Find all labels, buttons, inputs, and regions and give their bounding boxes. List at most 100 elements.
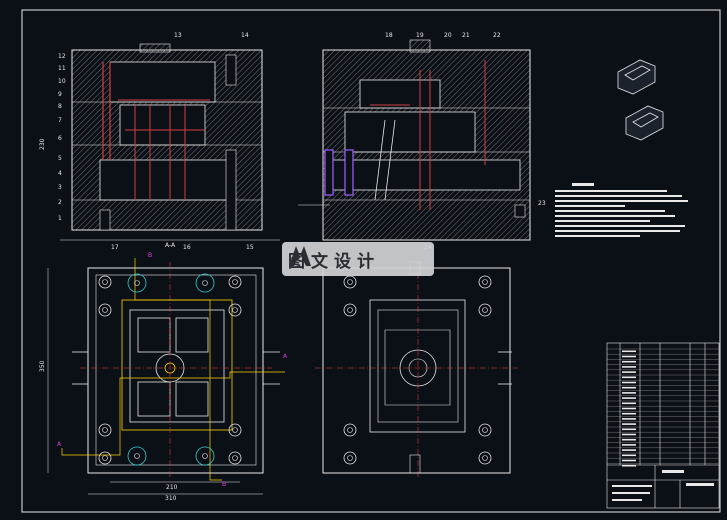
bolt-hole	[343, 423, 357, 437]
parts-list-cell	[622, 402, 636, 405]
bolt-hole-inner	[134, 280, 140, 286]
bolt-hole	[127, 446, 147, 466]
bolt-hole-inner	[482, 307, 488, 313]
plan-view-right	[315, 261, 518, 478]
callout-1: 1	[58, 215, 62, 222]
parts-list-cell	[622, 355, 636, 358]
parts-list-cell	[622, 433, 636, 436]
part-isometric-views	[617, 59, 664, 141]
bolt-hole	[228, 275, 242, 289]
callout-16: 16	[183, 244, 191, 251]
callout-12: 12	[58, 53, 66, 60]
bolt-hole-inner	[202, 280, 208, 286]
callout-3: 3	[58, 184, 62, 191]
parts-list-cell	[622, 407, 636, 410]
bolt-hole	[228, 303, 242, 317]
bolt-hole	[343, 303, 357, 317]
title-block	[606, 342, 720, 509]
callout-6: 6	[58, 135, 62, 142]
parts-list-cell	[622, 386, 636, 389]
bolt-hole-inner	[232, 455, 238, 461]
callout-7: 7	[58, 117, 62, 124]
bolt-hole	[98, 451, 112, 465]
callout-14: 14	[241, 32, 249, 39]
bolt-hole	[98, 423, 112, 437]
callout-10: 10	[58, 78, 66, 85]
callout-21: 21	[462, 32, 470, 39]
bolt-hole-inner	[482, 455, 488, 461]
callout-20: 20	[444, 32, 452, 39]
dimension-210: 210	[166, 484, 178, 491]
callouts-left: 12 11 10 9 8 7 6 5 4 3 2 1	[58, 53, 66, 222]
bolt-hole-inner	[232, 279, 238, 285]
callout-18: 18	[385, 32, 393, 39]
bolt-hole	[228, 451, 242, 465]
callout-5: 5	[58, 155, 62, 162]
callout-9: 9	[58, 91, 62, 98]
callout-22: 22	[493, 32, 501, 39]
bolt-hole	[98, 275, 112, 289]
bolt-hole	[343, 275, 357, 289]
parts-list-cell	[622, 381, 636, 384]
parts-list-cell	[622, 449, 636, 451]
parts-list-cell	[622, 464, 636, 467]
bolt-hole	[343, 451, 357, 465]
bolt-hole-inner	[202, 453, 208, 459]
bolt-hole	[478, 303, 492, 317]
parts-list-cell	[622, 423, 636, 425]
dimension-230: 230	[39, 138, 46, 150]
watermark-text: 图文设计	[288, 251, 380, 272]
title-block-fill	[612, 470, 714, 501]
callout-19: 19	[416, 32, 424, 39]
watermark: 图文设计	[282, 242, 434, 276]
parts-list-cell	[622, 360, 636, 363]
bolt-hole-inner	[482, 279, 488, 285]
parts-list-cell	[622, 428, 636, 431]
bolt-hole-inner	[347, 455, 353, 461]
parts-list-rows	[607, 348, 719, 467]
technical-notes	[555, 183, 688, 237]
bolt-hole	[478, 275, 492, 289]
section-marker-b-bottom: B	[222, 481, 226, 488]
watermark-logo-icon	[289, 246, 311, 266]
bolt-hole-inner	[347, 307, 353, 313]
section-marker-a-right: A	[283, 353, 288, 360]
callout-2: 2	[58, 199, 62, 206]
parts-list-cell	[622, 350, 636, 353]
bolt-hole	[478, 423, 492, 437]
parts-list-cell	[622, 412, 636, 415]
parts-list-cell	[622, 444, 636, 446]
bolt-hole	[195, 446, 215, 466]
parts-list-cell	[622, 454, 636, 457]
sheet-border	[21, 9, 721, 513]
parts-list-cell	[622, 392, 636, 394]
plan-view-left	[47, 258, 285, 495]
bolt-hole	[228, 423, 242, 437]
parts-list-cell	[622, 376, 636, 379]
bolt-hole-inner	[347, 427, 353, 433]
parts-list-cell	[622, 459, 636, 462]
parts-list-cell	[622, 397, 636, 399]
bolt-hole	[478, 451, 492, 465]
callout-17: 17	[111, 244, 119, 251]
section-marker-a-left: A	[57, 441, 62, 448]
callout-23: 23	[538, 200, 546, 207]
parts-list-cell	[622, 371, 636, 373]
bolt-hole-inner	[102, 279, 108, 285]
dimension-350: 350	[39, 360, 46, 372]
section-view-left	[60, 43, 280, 241]
callout-15: 15	[246, 244, 254, 251]
bolt-hole-inner	[482, 427, 488, 433]
bolt-hole	[195, 273, 215, 293]
parts-list-cell	[622, 418, 636, 420]
section-view-right	[298, 39, 531, 241]
callout-13: 13	[174, 32, 182, 39]
bolt-hole-inner	[134, 453, 140, 459]
callout-4: 4	[58, 170, 62, 177]
bolt-hole	[127, 273, 147, 293]
bolt-hole-inner	[102, 427, 108, 433]
bolt-hole-inner	[102, 455, 108, 461]
callout-11: 11	[58, 65, 66, 72]
section-label-aa: A-A	[165, 242, 176, 249]
